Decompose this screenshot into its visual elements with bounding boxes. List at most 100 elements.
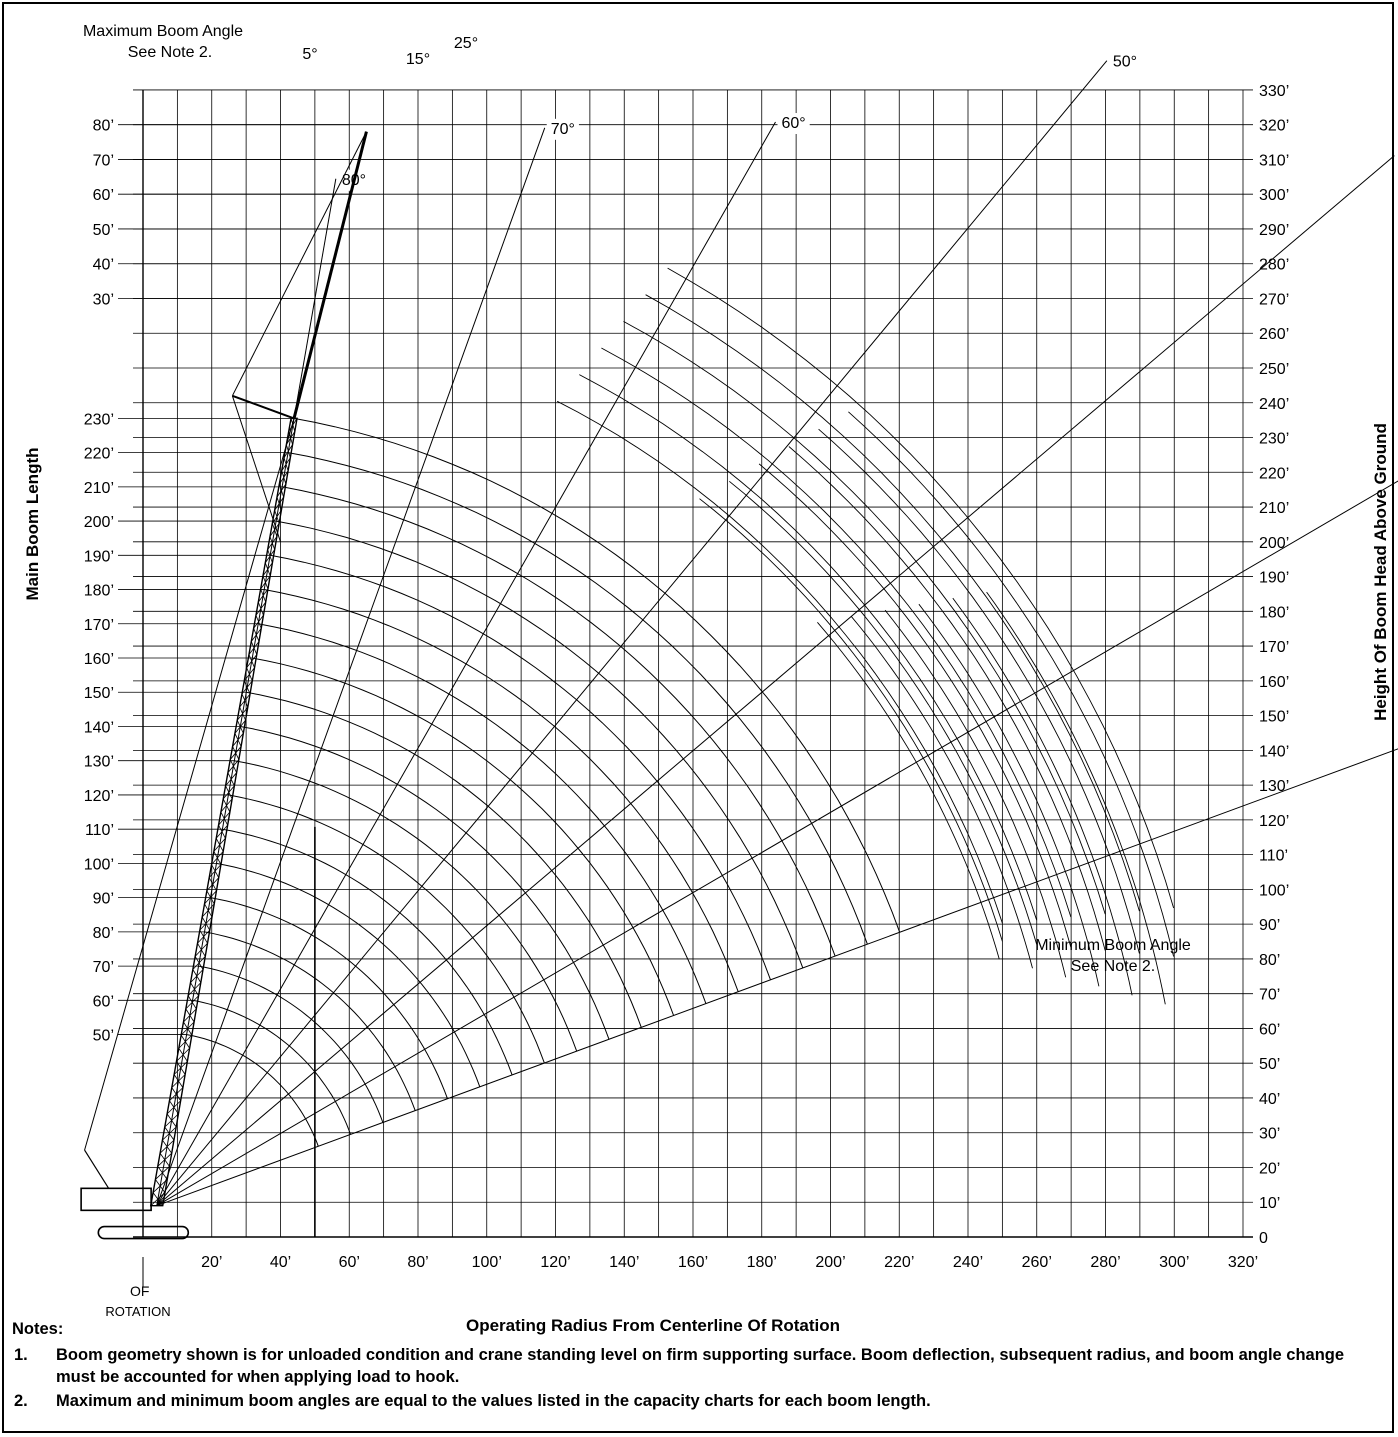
jib-length-arc xyxy=(848,411,1175,957)
y-right-tick-label: 210’ xyxy=(1259,500,1289,517)
y-left-tick-label: 120’ xyxy=(84,788,114,805)
y-right-tick-label: 200’ xyxy=(1259,535,1289,552)
y-right-tick-label: 320’ xyxy=(1259,118,1289,135)
y-left-tick-label: 140’ xyxy=(84,719,114,736)
boom-lattice xyxy=(257,601,264,616)
jib-length-arc xyxy=(699,498,1003,942)
boom-lattice xyxy=(232,746,240,760)
boom-length-arc xyxy=(204,931,416,1111)
y-left-jib-tick-label: 30’ xyxy=(93,291,114,308)
jib-length-arc xyxy=(918,603,1100,987)
boom-lattice xyxy=(236,720,244,734)
boom-angle-line xyxy=(156,60,1108,1207)
jib-backstay xyxy=(231,131,367,397)
boom-lattice xyxy=(190,982,199,996)
note-2-number: 2. xyxy=(14,1392,28,1410)
boom-lattice xyxy=(248,654,255,668)
y-right-tick-label: 330’ xyxy=(1259,83,1289,100)
boom-lattice xyxy=(218,824,226,839)
boom-lattice xyxy=(178,1048,188,1062)
jib-offset-25: 25° xyxy=(454,35,478,52)
boom-lattice xyxy=(159,1152,170,1167)
jib-length-arc xyxy=(645,294,1140,912)
boom-lattice xyxy=(285,444,291,458)
boom-length-arc xyxy=(282,486,836,957)
boom-length-arc xyxy=(234,760,578,1052)
boom-lattice xyxy=(166,1113,177,1128)
boom-lattice xyxy=(229,759,237,773)
jib-length-arc xyxy=(884,609,1067,978)
x-tick-label: 180’ xyxy=(747,1254,777,1271)
jib-length-arc xyxy=(818,428,1140,954)
notes-heading: Notes: xyxy=(12,1320,64,1338)
y-left-tick-label: 170’ xyxy=(84,617,114,634)
y-right-tick-label: 300’ xyxy=(1259,187,1289,204)
boom-lattice xyxy=(201,916,211,931)
y-right-tick-label: 0 xyxy=(1259,1230,1268,1247)
boom-length-arc xyxy=(210,897,448,1099)
y-left-tick-label: 130’ xyxy=(84,754,114,771)
y-right-tick-label: 190’ xyxy=(1259,570,1289,587)
y-right-title: Height Of Boom Head Above Ground xyxy=(1371,423,1390,721)
y-right-tick-label: 160’ xyxy=(1259,674,1289,691)
y-left-jib-tick-label: 60’ xyxy=(93,187,114,204)
boom-lattice xyxy=(278,483,284,498)
jib-strut xyxy=(232,394,295,420)
boom-angle-line xyxy=(156,748,1398,1207)
x-tick-label: 220’ xyxy=(884,1254,914,1271)
y-right-tick-label: 130’ xyxy=(1259,778,1289,795)
boom-lattice xyxy=(187,995,197,1010)
boom-length-arc xyxy=(246,691,642,1028)
y-right-tick-label: 80’ xyxy=(1259,952,1280,969)
jib-offset-5: 5° xyxy=(302,46,317,63)
boom-angle-label-bg xyxy=(777,113,810,135)
y-left-tick-label: 190’ xyxy=(84,548,114,565)
mast xyxy=(84,1149,110,1189)
y-left-tick-label: 70’ xyxy=(93,959,114,976)
x-tick-label: 140’ xyxy=(609,1254,639,1271)
boom-angle-line xyxy=(156,480,1398,1207)
y-right-tick-label: 310’ xyxy=(1259,152,1289,169)
x-tick-label: 120’ xyxy=(540,1254,570,1271)
jib-length-arc xyxy=(579,374,1038,921)
boom-lattice xyxy=(180,1034,190,1049)
boom-lattice xyxy=(155,1179,166,1193)
boom-length-arc xyxy=(222,828,513,1076)
x-axis-title: Operating Radius From Centerline Of Rota… xyxy=(466,1316,840,1335)
y-left-tick-label: 220’ xyxy=(84,446,114,463)
boom-lattice xyxy=(162,1139,173,1154)
boom-lattice xyxy=(197,943,206,957)
boom-lattice xyxy=(290,418,296,432)
boom-lattice xyxy=(185,1008,195,1023)
note-1-number: 1. xyxy=(14,1346,28,1364)
y-left-tick-label: 160’ xyxy=(84,651,114,668)
y-left-tick-label: 50’ xyxy=(93,1028,114,1045)
y-left-tick-label: 110’ xyxy=(85,822,114,839)
boom-lattice xyxy=(241,693,249,708)
boom-lattice xyxy=(283,457,289,471)
x-tick-label: 320’ xyxy=(1228,1254,1258,1271)
boom-lattice xyxy=(192,969,202,983)
boom-lattice xyxy=(239,706,246,721)
jib-length-arc xyxy=(623,321,1106,915)
y-right-tick-label: 270’ xyxy=(1259,291,1289,308)
y-right-tick-label: 150’ xyxy=(1259,709,1289,726)
y-left-tick-label: 60’ xyxy=(93,993,114,1010)
y-right-tick-label: 230’ xyxy=(1259,431,1289,448)
note-1-text: Boom geometry shown is for unloaded cond… xyxy=(56,1346,1345,1386)
note-2-text: Maximum and minimum boom angles are equa… xyxy=(56,1392,931,1410)
boom-lattice xyxy=(262,575,269,590)
x-tick-label: 100’ xyxy=(472,1254,502,1271)
boom-lattice xyxy=(173,1074,184,1088)
boom-lattice xyxy=(206,890,215,905)
min-angle-label-line2: See Note 2. xyxy=(1071,958,1156,975)
boom-lattice xyxy=(220,811,229,826)
boom-lattice xyxy=(204,903,213,918)
boom-lattice xyxy=(164,1126,175,1141)
boom-lattice xyxy=(176,1061,186,1075)
y-right-tick-label: 110’ xyxy=(1259,848,1288,865)
boom-lattice xyxy=(243,680,251,695)
boom-lattice xyxy=(208,877,217,891)
jib-length-arc xyxy=(667,267,1175,909)
